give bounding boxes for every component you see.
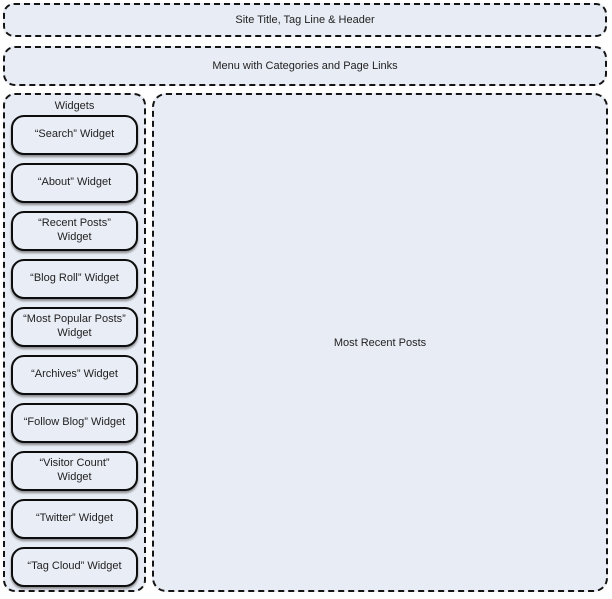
widgets-sidebar-box: Widgets “Search” Widget “About” Widget “Re…: [3, 93, 146, 592]
widget-list: “Search” Widget “About” Widget “Recent Pos…: [11, 115, 138, 587]
widget-box-most-popular-posts-widget: “Most Popular Posts” Widget: [11, 307, 138, 347]
widget-label: “Twitter” Widget: [35, 512, 113, 525]
widget-label: “Blog Roll” Widget: [30, 272, 119, 285]
nav-menu-box: Menu with Categories and Page Links: [3, 46, 607, 86]
main-content-label: Most Recent Posts: [333, 336, 427, 349]
site-header-label: Site Title, Tag Line & Header: [235, 14, 375, 26]
widget-label: “About” Widget: [37, 176, 112, 189]
widget-box-visitor-count-widget: “Visitor Count” Widget: [11, 451, 138, 491]
widgets-sidebar-title: Widgets: [54, 100, 95, 112]
widget-label: “Follow Blog” Widget: [23, 416, 126, 429]
widget-label: “Visitor Count” Widget: [39, 457, 110, 483]
nav-menu-label: Menu with Categories and Page Links: [212, 60, 398, 72]
widget-box-follow-blog-widget: “Follow Blog” Widget: [11, 403, 138, 443]
widget-label: “Most Popular Posts” Widget: [23, 313, 126, 339]
widget-box-search-widget: “Search” Widget: [11, 115, 138, 155]
widget-box-tag-cloud-widget: “Tag Cloud” Widget: [11, 547, 138, 587]
widget-box-blog-roll-widget: “Blog Roll” Widget: [11, 259, 138, 299]
main-content-box: Most Recent Posts: [152, 93, 608, 592]
widget-box-archives-widget: “Archives” Widget: [11, 355, 138, 395]
widget-box-recent-posts-widget: “Recent Posts” Widget: [11, 211, 138, 251]
widget-label: “Tag Cloud” Widget: [27, 560, 122, 573]
widget-label: “Archives” Widget: [31, 368, 118, 381]
widget-label: “Recent Posts” Widget: [38, 217, 111, 243]
widget-box-twitter-widget: “Twitter” Widget: [11, 499, 138, 539]
site-header-box: Site Title, Tag Line & Header: [3, 3, 607, 37]
widget-label: “Search” Widget: [34, 128, 115, 141]
widget-box-about-widget: “About” Widget: [11, 163, 138, 203]
